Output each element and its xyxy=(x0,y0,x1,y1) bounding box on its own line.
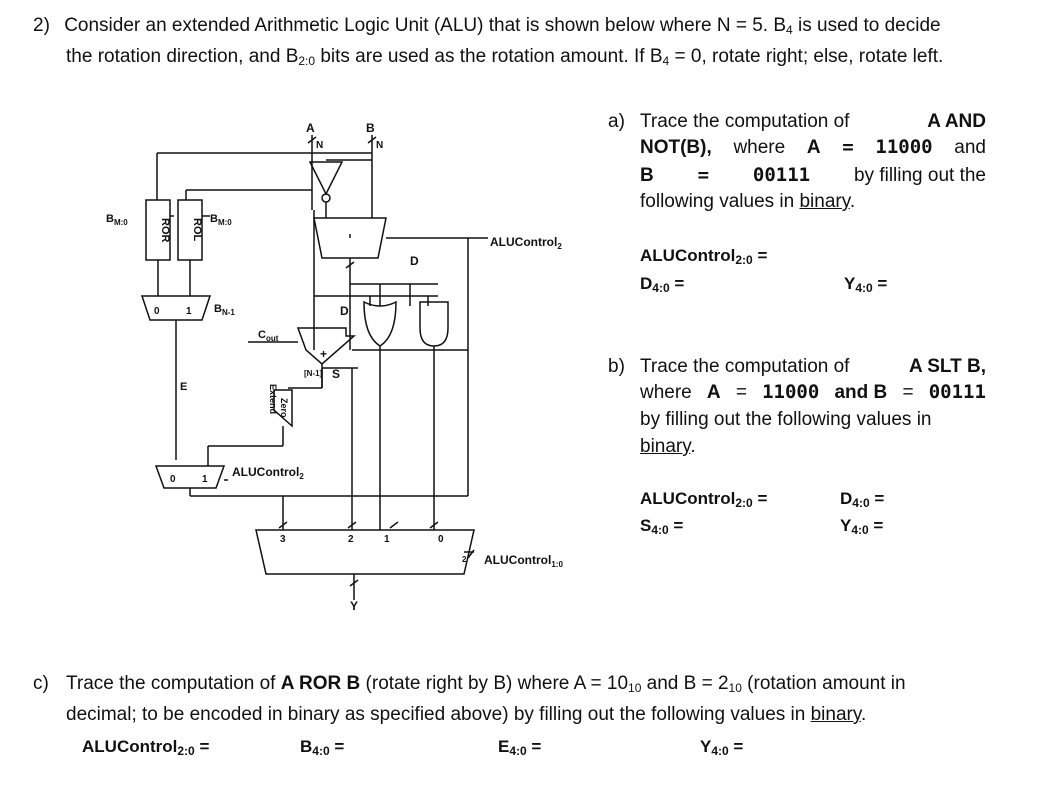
label-mux-e-1: 1 xyxy=(202,474,208,485)
and-gate xyxy=(419,301,449,347)
part-c-line2: decimal; to be encoded in binary as spec… xyxy=(66,704,867,725)
label-alucontrol2-top: ALUControl2 xyxy=(490,235,562,251)
part-a-d-field: D4:0 = xyxy=(640,274,685,295)
part-b-s-field: S4:0 = xyxy=(640,516,684,537)
label-mux-1: 1 xyxy=(384,534,390,545)
mux-b-select xyxy=(313,217,387,259)
label-y: Y xyxy=(350,599,358,613)
part-c-alucontrol-field: ALUControl2:0 = xyxy=(82,737,210,758)
mux-e xyxy=(154,465,226,489)
part-a-line4: following values in binary. xyxy=(640,191,856,212)
part-a-alucontrol-field: ALUControl2:0 = xyxy=(640,246,768,267)
part-c-label: c) xyxy=(33,673,49,694)
problem-intro-line2: the rotation direction, and B2:0 bits ar… xyxy=(66,46,944,68)
label-cout: Cout xyxy=(258,329,279,343)
label-rol: ROL xyxy=(191,218,203,242)
part-b-alucontrol-field: ALUControl2:0 = xyxy=(640,489,768,510)
part-a-label: a) xyxy=(608,111,625,132)
label-mux-rotate-1: 1 xyxy=(186,306,192,317)
part-c-e-field: E4:0 = xyxy=(498,737,542,758)
zero-extend xyxy=(273,389,293,428)
part-c-line1: Trace the computation of A ROR B (rotate… xyxy=(66,673,906,695)
problem-intro-line1: 2) Consider an extended Arithmetic Logic… xyxy=(33,15,941,37)
label-extend: Extend xyxy=(268,384,278,414)
label-n-1: [N-1] xyxy=(304,369,323,378)
label-bn1: BN-1 xyxy=(214,303,235,317)
label-s: S xyxy=(332,367,340,381)
label-b: B xyxy=(366,121,375,135)
label-mux-2: 2 xyxy=(348,534,354,545)
part-c-y-field: Y4:0 = xyxy=(700,737,744,758)
label-zero: Zero xyxy=(279,398,289,418)
label-n-a: N xyxy=(316,140,323,151)
part-b-d-field: D4:0 = xyxy=(840,489,885,510)
label-alucontrol2-mid: ALUControl2 xyxy=(232,465,304,481)
mux-rotate xyxy=(140,295,212,321)
label-two: 2 xyxy=(462,555,467,564)
label-mux-e-0: 0 xyxy=(170,474,176,485)
part-b-label: b) xyxy=(608,356,625,377)
label-ror: ROR xyxy=(159,218,171,243)
label-alucontrol10: ALUControl1:0 xyxy=(484,553,563,569)
label-d-top: D xyxy=(410,254,419,268)
label-d-adder: D xyxy=(340,304,349,318)
part-b-line3: by filling out the following values in xyxy=(640,409,932,430)
inverter xyxy=(308,161,344,196)
or-gate xyxy=(363,300,397,347)
label-e: E xyxy=(180,381,187,393)
label-plus: + xyxy=(320,347,327,361)
part-a-y-field: Y4:0 = xyxy=(844,274,888,295)
part-c-b-field: B4:0 = xyxy=(300,737,345,758)
label-mux-rotate-0: 0 xyxy=(154,306,160,317)
label-bm0-right: BM:0 xyxy=(210,213,232,227)
part-b-y-field: Y4:0 = xyxy=(840,516,884,537)
label-mux-0: 0 xyxy=(438,534,444,545)
label-a: A xyxy=(306,121,315,135)
part-b-line4: binary. xyxy=(640,436,696,457)
alu-diagram: A B N N BM:0 BM:0 ROR ROL BN-1 0 1 D D A… xyxy=(106,121,563,613)
label-bm0-left: BM:0 xyxy=(106,213,128,227)
adder xyxy=(296,327,356,365)
label-mux-3: 3 xyxy=(280,534,286,545)
label-n-b: N xyxy=(376,140,383,151)
problem-number: 2) xyxy=(33,15,50,36)
mux-output xyxy=(255,529,475,575)
